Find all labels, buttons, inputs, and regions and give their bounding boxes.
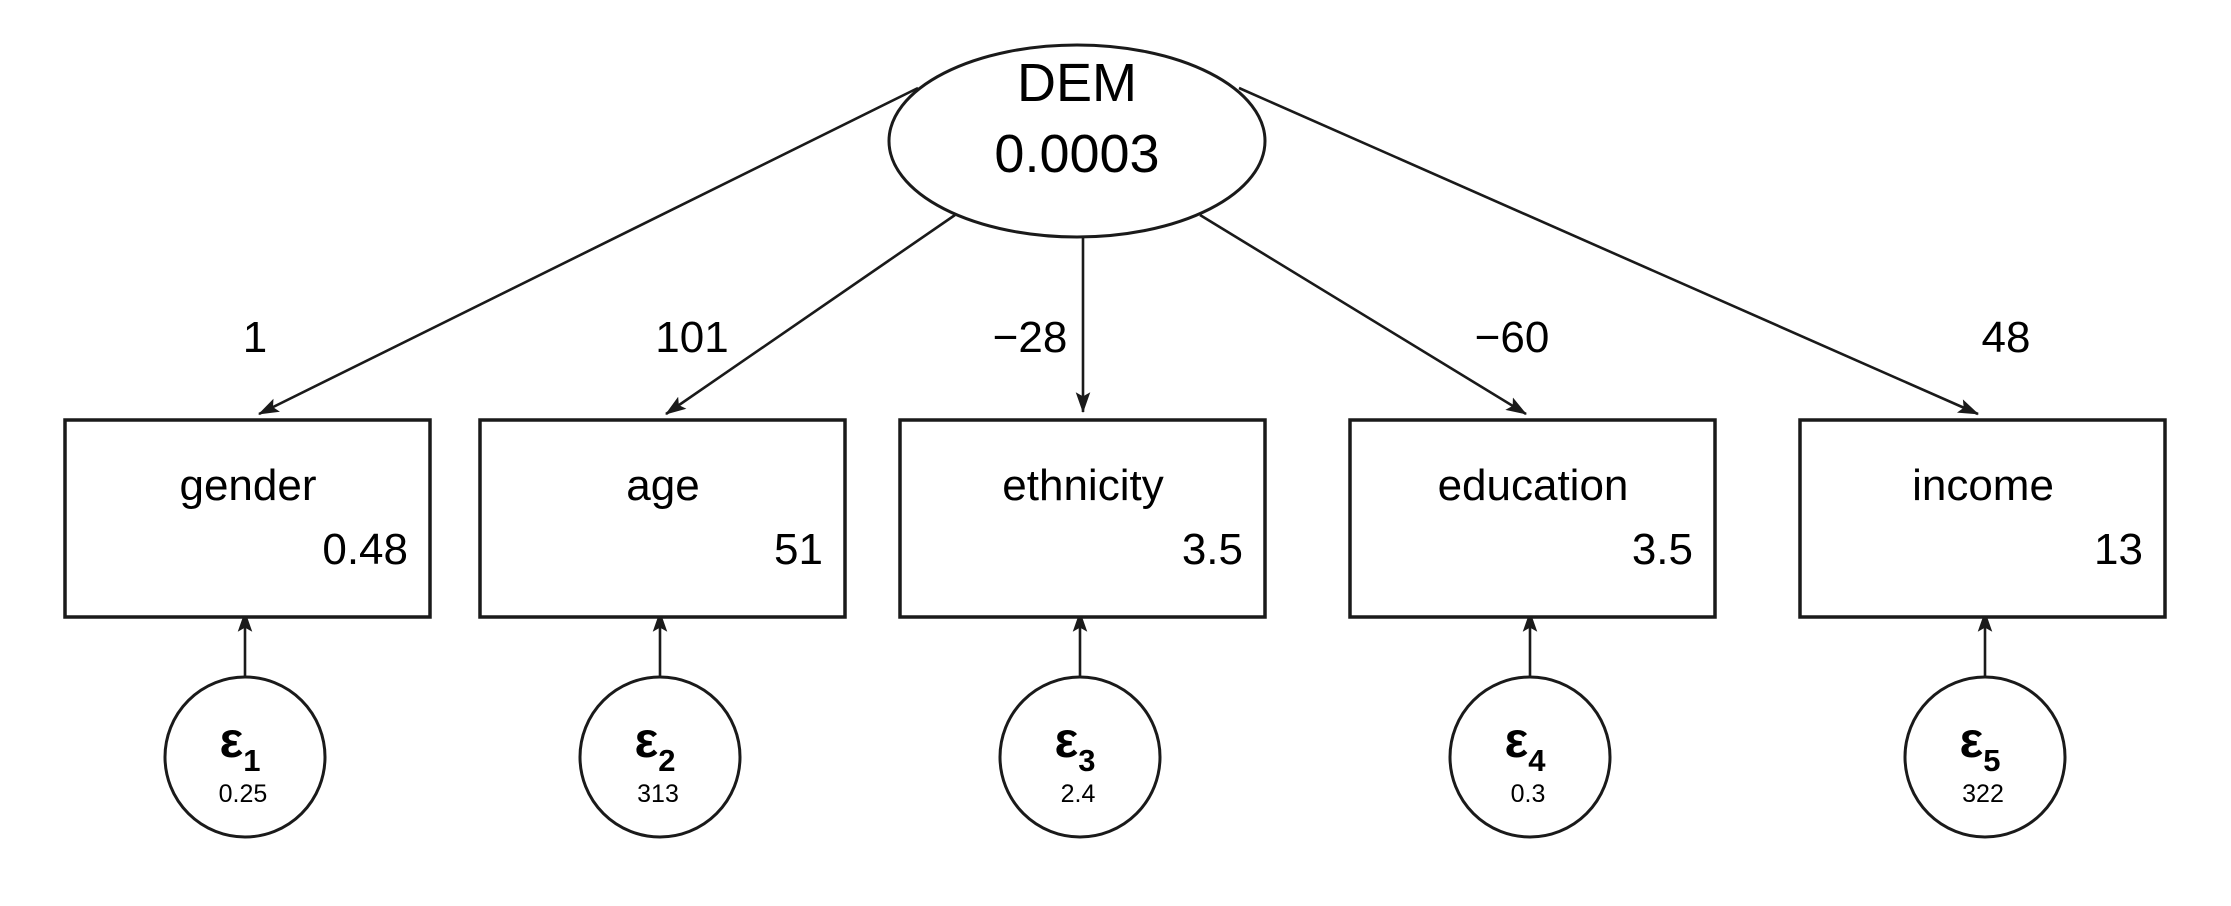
indicator-label-income: income — [1912, 461, 2054, 510]
indicator-box-ethnicity — [898, 418, 1267, 619]
indicator-value-income: 13 — [2094, 525, 2143, 574]
error-subscript-e5: 5 — [1983, 743, 2000, 778]
indicator-node-education[interactable]: education 3.5 — [1348, 418, 1717, 619]
loading-label-education: −60 — [1475, 313, 1550, 362]
error-symbol-e3: ε3 — [1055, 712, 1096, 778]
latent-node-dem[interactable]: DEM 0.0003 — [887, 43, 1267, 239]
indicator-value-gender: 0.48 — [322, 525, 408, 574]
error-subscript-e1: 1 — [243, 743, 260, 778]
indicator-node-gender[interactable]: gender 0.48 — [63, 418, 432, 619]
error-epsilon-e3: ε — [1055, 712, 1079, 768]
indicator-box-gender — [63, 418, 432, 619]
indicator-node-age[interactable]: age 51 — [478, 418, 847, 619]
indicator-label-age: age — [626, 461, 699, 510]
path-dem-to-income — [1238, 86, 1979, 416]
error-symbol-e1: ε1 — [220, 712, 261, 778]
error-epsilon-e5: ε — [1960, 712, 1984, 768]
error-subscript-e2: 2 — [658, 743, 675, 778]
error-node-e2[interactable]: ε2 313 — [578, 675, 742, 839]
indicator-value-education: 3.5 — [1632, 525, 1693, 574]
path-dem-to-gender — [258, 86, 919, 416]
error-value-e3: 2.4 — [1061, 780, 1096, 808]
error-node-e3[interactable]: ε3 2.4 — [998, 675, 1162, 839]
indicator-box-income — [1798, 418, 2167, 619]
loading-paths — [258, 86, 1979, 416]
indicator-value-ethnicity: 3.5 — [1182, 525, 1243, 574]
error-value-e1: 0.25 — [219, 780, 268, 808]
error-subscript-e3: 3 — [1078, 743, 1095, 778]
indicator-node-income[interactable]: income 13 — [1798, 418, 2167, 619]
error-subscript-e4: 4 — [1528, 743, 1546, 778]
error-epsilon-e4: ε — [1505, 712, 1529, 768]
error-node-e1[interactable]: ε1 0.25 — [163, 675, 327, 839]
loading-label-income: 48 — [1982, 313, 2031, 362]
indicator-box-education — [1348, 418, 1717, 619]
error-node-e5[interactable]: ε5 322 — [1903, 675, 2067, 839]
error-node-e4[interactable]: ε4 0.3 — [1448, 675, 1612, 839]
error-value-e5: 322 — [1962, 780, 2004, 808]
error-value-e4: 0.3 — [1511, 780, 1546, 808]
indicator-node-ethnicity[interactable]: ethnicity 3.5 — [898, 418, 1267, 619]
error-symbol-e2: ε2 — [635, 712, 676, 778]
error-epsilon-e2: ε — [635, 712, 659, 768]
error-circle-e5 — [1903, 675, 2067, 839]
error-epsilon-e1: ε — [220, 712, 244, 768]
path-dem-to-education — [1199, 213, 1527, 416]
error-circle-e1 — [163, 675, 327, 839]
error-value-e2: 313 — [637, 780, 679, 808]
loading-label-ethnicity: −28 — [993, 313, 1068, 362]
error-symbol-e5: ε5 — [1960, 712, 2001, 778]
error-circle-e2 — [578, 675, 742, 839]
path-dem-to-age — [665, 213, 956, 416]
latent-ellipse — [887, 43, 1267, 239]
indicator-label-education: education — [1438, 461, 1629, 510]
indicator-value-age: 51 — [774, 525, 823, 574]
latent-value: 0.0003 — [994, 124, 1159, 184]
loading-label-gender: 1 — [243, 313, 267, 362]
latent-label: DEM — [1017, 53, 1137, 113]
indicator-boxes: gender 0.48 age 51 ethnicity 3.5 educati… — [63, 418, 2167, 619]
indicator-label-gender: gender — [179, 461, 316, 510]
error-paths — [237, 610, 1993, 677]
error-circle-e3 — [998, 675, 1162, 839]
error-symbol-e4: ε4 — [1505, 712, 1547, 778]
error-circle-e4 — [1448, 675, 1612, 839]
error-circles: ε1 0.25 ε2 313 ε3 2.4 ε4 0.3 — [163, 675, 2067, 839]
loading-labels: 1 101 −28 −60 48 — [243, 313, 2031, 362]
indicator-box-age — [478, 418, 847, 619]
loading-label-age: 101 — [655, 313, 728, 362]
indicator-label-ethnicity: ethnicity — [1002, 461, 1163, 510]
